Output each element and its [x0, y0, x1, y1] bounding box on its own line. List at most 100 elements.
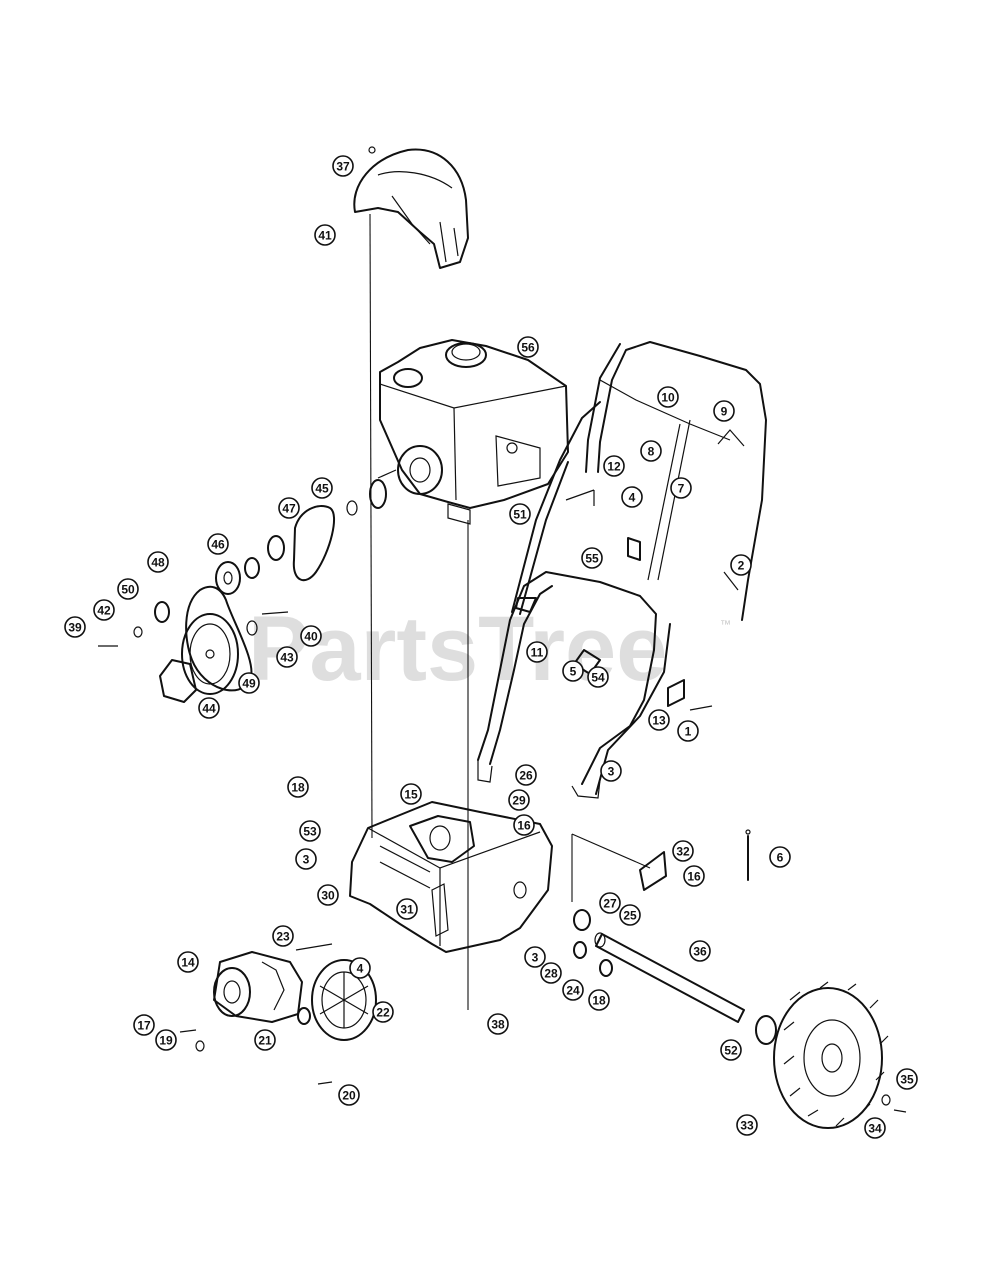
callout-number: 16 — [517, 819, 531, 833]
callout-16[interactable]: 16 — [513, 814, 535, 836]
callout-25[interactable]: 25 — [619, 904, 641, 926]
callout-number: 28 — [544, 967, 558, 981]
callout-14[interactable]: 14 — [177, 951, 199, 973]
callout-circle — [278, 497, 300, 519]
callout-circle — [672, 840, 694, 862]
callout-24[interactable]: 24 — [562, 979, 584, 1001]
callout-16[interactable]: 16 — [683, 865, 705, 887]
callout-circle — [155, 1029, 177, 1051]
callout-1[interactable]: 1 — [677, 720, 699, 742]
callout-36[interactable]: 36 — [689, 940, 711, 962]
callout-2[interactable]: 2 — [730, 554, 752, 576]
callout-9[interactable]: 9 — [713, 400, 735, 422]
callout-circle — [599, 892, 621, 914]
callout-5[interactable]: 5 — [562, 660, 584, 682]
callout-20[interactable]: 20 — [338, 1084, 360, 1106]
callout-3[interactable]: 3 — [600, 760, 622, 782]
callout-number: 53 — [303, 825, 317, 839]
callout-22[interactable]: 22 — [372, 1001, 394, 1023]
callout-15[interactable]: 15 — [400, 783, 422, 805]
callout-39[interactable]: 39 — [64, 616, 86, 638]
callout-23[interactable]: 23 — [272, 925, 294, 947]
callout-18[interactable]: 18 — [287, 776, 309, 798]
callout-circle — [689, 940, 711, 962]
callout-circle — [621, 486, 643, 508]
callout-circle — [238, 672, 260, 694]
callout-37[interactable]: 37 — [332, 155, 354, 177]
callout-45[interactable]: 45 — [311, 477, 333, 499]
callout-10[interactable]: 10 — [657, 386, 679, 408]
wheel-assembly — [573, 829, 907, 1129]
callout-circle — [603, 455, 625, 477]
callout-27[interactable]: 27 — [599, 892, 621, 914]
callout-3[interactable]: 3 — [295, 848, 317, 870]
callout-31[interactable]: 31 — [396, 898, 418, 920]
callout-6[interactable]: 6 — [769, 846, 791, 868]
callout-47[interactable]: 47 — [278, 497, 300, 519]
callout-30[interactable]: 30 — [317, 884, 339, 906]
callout-8[interactable]: 8 — [640, 440, 662, 462]
callout-17[interactable]: 17 — [133, 1014, 155, 1036]
callout-35[interactable]: 35 — [896, 1068, 918, 1090]
callout-21[interactable]: 21 — [254, 1029, 276, 1051]
callout-18[interactable]: 18 — [588, 989, 610, 1011]
callout-4[interactable]: 4 — [621, 486, 643, 508]
watermark: PartsTree ™ — [248, 598, 731, 700]
callout-49[interactable]: 49 — [238, 672, 260, 694]
callout-number: 49 — [242, 677, 256, 691]
callout-number: 3 — [303, 853, 310, 867]
callout-number: 3 — [532, 951, 539, 965]
callout-28[interactable]: 28 — [540, 962, 562, 984]
callout-38[interactable]: 38 — [487, 1013, 509, 1035]
callout-53[interactable]: 53 — [299, 820, 321, 842]
callout-51[interactable]: 51 — [509, 503, 531, 525]
callout-19[interactable]: 19 — [155, 1029, 177, 1051]
callout-55[interactable]: 55 — [581, 547, 603, 569]
callout-56[interactable]: 56 — [517, 336, 539, 358]
callout-circle — [93, 599, 115, 621]
callout-44[interactable]: 44 — [198, 697, 220, 719]
callout-circle — [588, 989, 610, 1011]
callout-26[interactable]: 26 — [515, 764, 537, 786]
callout-number: 48 — [151, 556, 165, 570]
callout-29[interactable]: 29 — [508, 789, 530, 811]
callout-number: 27 — [603, 897, 617, 911]
callout-41[interactable]: 41 — [314, 224, 336, 246]
callout-circle — [133, 1014, 155, 1036]
callout-circle — [581, 547, 603, 569]
callout-number: 36 — [693, 945, 707, 959]
callout-circle — [311, 477, 333, 499]
callout-48[interactable]: 48 — [147, 551, 169, 573]
callout-54[interactable]: 54 — [587, 666, 609, 688]
callout-circle — [730, 554, 752, 576]
callout-12[interactable]: 12 — [603, 455, 625, 477]
callout-32[interactable]: 32 — [672, 840, 694, 862]
callout-3[interactable]: 3 — [524, 946, 546, 968]
callout-46[interactable]: 46 — [207, 533, 229, 555]
callout-number: 22 — [376, 1006, 390, 1020]
callout-number: 23 — [276, 930, 290, 944]
callout-number: 12 — [607, 460, 621, 474]
callout-number: 44 — [202, 702, 216, 716]
callout-number: 33 — [740, 1119, 754, 1133]
callout-40[interactable]: 40 — [300, 625, 322, 647]
callout-circle — [314, 224, 336, 246]
callout-11[interactable]: 11 — [526, 641, 548, 663]
callout-4[interactable]: 4 — [349, 957, 371, 979]
callout-43[interactable]: 43 — [276, 646, 298, 668]
callout-circle — [400, 783, 422, 805]
callout-34[interactable]: 34 — [864, 1117, 886, 1139]
callout-7[interactable]: 7 — [670, 477, 692, 499]
callout-50[interactable]: 50 — [117, 578, 139, 600]
callout-52[interactable]: 52 — [720, 1039, 742, 1061]
callout-33[interactable]: 33 — [736, 1114, 758, 1136]
callout-circle — [287, 776, 309, 798]
callout-number: 4 — [357, 962, 364, 976]
callout-circle — [769, 846, 791, 868]
callout-circle — [207, 533, 229, 555]
callout-circle — [64, 616, 86, 638]
callout-42[interactable]: 42 — [93, 599, 115, 621]
callout-13[interactable]: 13 — [648, 709, 670, 731]
callout-number: 40 — [304, 630, 318, 644]
